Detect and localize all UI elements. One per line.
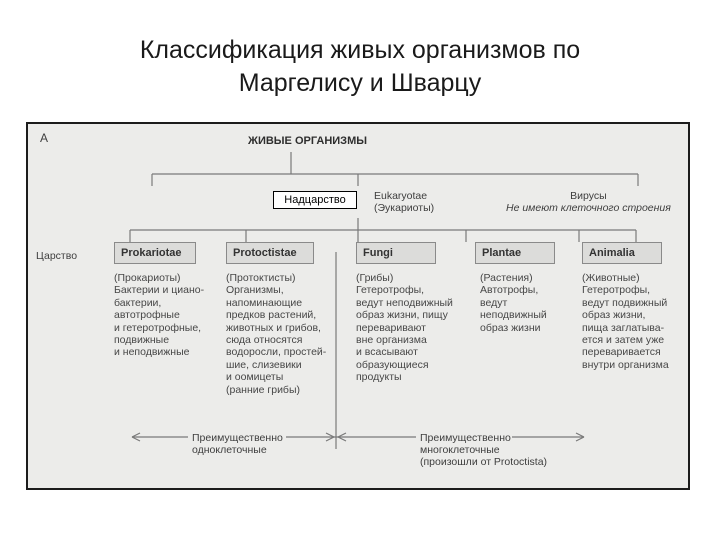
desc-line: и гетеротрофные,: [114, 321, 202, 334]
desc-line: образ жизни, пищу: [356, 309, 448, 322]
desc-line: (ранние грибы): [226, 383, 300, 396]
desc-line: переваривается: [582, 346, 661, 359]
animalia-description: (Животные) Гетеротрофы, ведут подвижный …: [582, 272, 669, 371]
desc-line: пища заглатыва-: [582, 321, 665, 334]
desc-line: переваривают: [356, 321, 426, 334]
viruses-title: Вирусы: [570, 190, 607, 202]
slide-title: Классификация живых организмов по Маргел…: [0, 34, 720, 100]
desc-line: и всасывают: [356, 346, 418, 359]
note-line: (произошли от Protoctista): [420, 456, 548, 468]
desc-line: вне организма: [356, 334, 427, 347]
desc-line: и оомицеты: [226, 371, 284, 384]
desc-line: Гетеротрофы,: [356, 284, 425, 297]
root-node: ЖИВЫЕ ОРГАНИЗМЫ: [248, 135, 368, 147]
desc-line: водоросли, простей-: [226, 346, 327, 359]
kingdom-box-animalia: Animalia: [582, 242, 662, 264]
desc-line: продукты: [356, 371, 402, 384]
plantae-description: (Растения) Автотрофы, ведут неподвижный …: [480, 272, 547, 334]
desc-line: шие, слизевики: [226, 358, 302, 371]
desc-line: животных и грибов,: [226, 321, 321, 334]
desc-line: ведут: [480, 296, 508, 309]
superkingdom-label: Надцарство: [273, 191, 357, 209]
desc-line: и неподвижные: [114, 346, 190, 359]
fungi-description: (Грибы) Гетеротрофы, ведут неподвижный о…: [356, 272, 453, 384]
kingdom-label: Царство: [36, 250, 78, 262]
kingdom-box-prokariotae: Prokariotae: [114, 242, 196, 264]
desc-line: подвижные: [114, 334, 170, 347]
desc-line: (Грибы): [356, 272, 394, 284]
desc-line: образ жизни: [480, 321, 541, 334]
multicellular-note: Преимущественно многоклеточные (произошл…: [420, 432, 547, 468]
title-line-2: Маргелису и Шварцу: [238, 69, 482, 97]
desc-line: Гетеротрофы,: [582, 284, 651, 297]
title-line-1: Классификация живых организмов по: [139, 36, 581, 64]
prokariotae-description: (Прокариоты) Бактерии и циано- бактерии,…: [114, 272, 204, 359]
desc-line: бактерии,: [114, 296, 162, 309]
desc-line: Организмы,: [226, 284, 284, 297]
classification-diagram: А ЖИВЫЕ ОРГАНИЗМЫ Надцарство Eukaryotae …: [26, 122, 690, 490]
viruses-note: Не имеют клеточного строения: [506, 202, 671, 214]
desc-line: Автотрофы,: [480, 284, 539, 297]
note-line: Преимущественно: [192, 432, 283, 444]
eukaryotae-latin: Eukaryotae: [374, 190, 428, 202]
note-line: Преимущественно: [420, 432, 511, 444]
desc-line: ведут неподвижный: [356, 296, 453, 309]
desc-line: ведут подвижный: [582, 296, 668, 309]
kingdom-box-protoctistae: Protoctistae: [226, 242, 314, 264]
eukaryotae-russian: (Эукариоты): [374, 202, 435, 214]
viruses-node: Вирусы Не имеют клеточного строения: [506, 190, 671, 214]
desc-line: сюда относятся: [226, 334, 303, 347]
note-line: одноклеточные: [192, 444, 267, 456]
desc-line: напоминающие: [226, 296, 303, 309]
eukaryotae-node: Eukaryotae (Эукариоты): [374, 190, 434, 214]
desc-line: ется и затем уже: [582, 334, 665, 347]
desc-line: (Растения): [480, 272, 533, 284]
desc-line: образующиеся: [356, 358, 429, 371]
desc-line: предков растений,: [226, 309, 317, 322]
note-line: многоклеточные: [420, 444, 500, 456]
figure-letter: А: [40, 131, 49, 145]
desc-line: (Протоктисты): [226, 272, 296, 284]
kingdom-box-fungi: Fungi: [356, 242, 436, 264]
connector-lines: [129, 152, 639, 449]
desc-line: (Прокариоты): [114, 272, 181, 284]
kingdom-box-plantae: Plantae: [475, 242, 555, 264]
desc-line: Бактерии и циано-: [114, 284, 205, 297]
protoctistae-description: (Протоктисты) Организмы, напоминающие пр…: [226, 272, 326, 396]
desc-line: (Животные): [582, 272, 640, 284]
desc-line: автотрофные: [114, 309, 180, 322]
unicellular-note: Преимущественно одноклеточные: [192, 432, 283, 456]
desc-line: неподвижный: [480, 309, 547, 322]
desc-line: внутри организма: [582, 358, 669, 371]
desc-line: образ жизни,: [582, 309, 646, 322]
